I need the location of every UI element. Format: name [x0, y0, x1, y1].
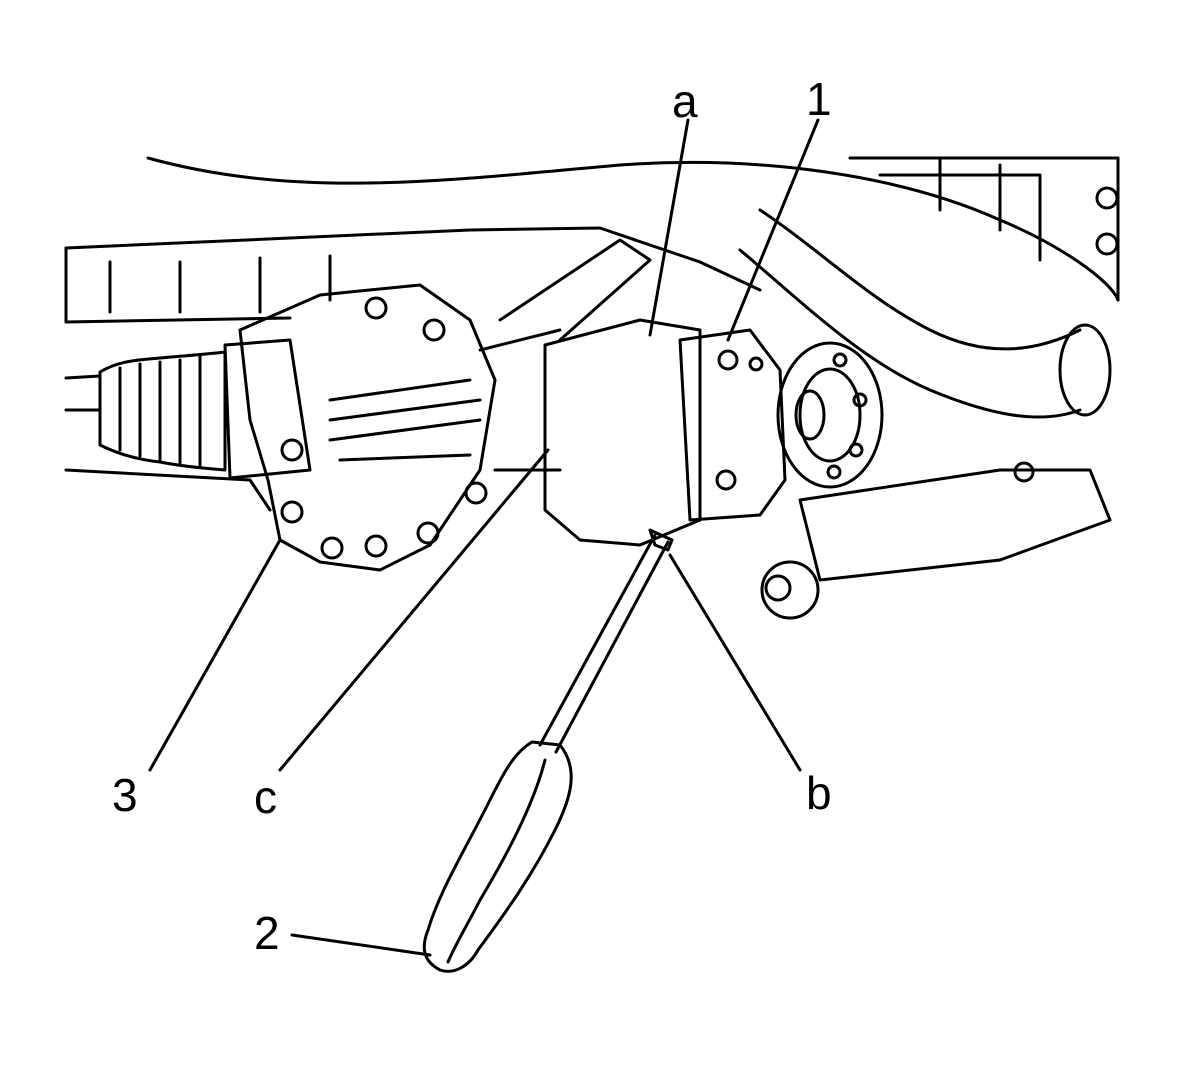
diff-bolt-7	[364, 296, 388, 320]
leader-b	[668, 553, 802, 772]
body-outline-curve	[146, 156, 1120, 302]
diff-bolt-3	[364, 534, 388, 558]
subframe-rail-lower	[64, 468, 272, 512]
subframe-rail	[64, 246, 292, 324]
hose-lower	[738, 248, 1082, 419]
output-flange-hole-3	[848, 442, 864, 458]
leader-2	[290, 933, 432, 957]
screwdriver-handle	[422, 740, 573, 973]
output-flange-outer	[776, 341, 884, 489]
callout-2: 2	[254, 907, 280, 959]
callout-b: b	[806, 767, 832, 819]
bracket-hole-2	[1095, 232, 1119, 256]
bracket-hole-1	[1095, 186, 1119, 210]
output-flange-inner	[798, 367, 862, 463]
right-bracket	[848, 156, 1120, 302]
screwdriver-tip	[648, 528, 674, 552]
callout-c: c	[254, 771, 277, 823]
subframe-structure	[64, 226, 762, 292]
flange-bolt-3	[748, 356, 764, 372]
tube-brace	[498, 238, 652, 342]
screwdriver-handle-facet	[446, 758, 547, 964]
diff-bolt-5	[464, 481, 488, 505]
callout-1: 1	[806, 73, 832, 125]
callout-3: 3	[112, 769, 138, 821]
component-1-housing	[543, 318, 702, 547]
leader-c	[278, 448, 550, 772]
hose-upper	[758, 208, 1082, 351]
screwdriver-shaft	[538, 533, 670, 754]
cv-boot-ribs	[118, 354, 202, 468]
diff-bolt-6	[422, 318, 446, 342]
shaft	[64, 374, 102, 412]
subframe-inner	[108, 254, 332, 314]
leader-3	[148, 538, 282, 772]
differential-housing	[238, 283, 497, 572]
output-flange-hub	[794, 389, 826, 441]
arm-bushing-inner	[764, 574, 792, 602]
output-flange-hole-1	[832, 352, 848, 368]
component-1-flange	[678, 328, 787, 522]
differential-ribs	[328, 378, 482, 462]
hose-end	[1058, 323, 1112, 417]
diff-bolt-4	[416, 521, 440, 545]
leader-1	[726, 118, 820, 342]
flange-bolt-1	[717, 349, 739, 371]
flange-bolt-2	[715, 469, 737, 491]
arm-bolt	[1013, 461, 1035, 483]
cv-boot	[98, 350, 227, 472]
arm-bushing	[760, 560, 820, 620]
cv-housing	[223, 338, 312, 480]
connecting-tube	[478, 328, 562, 472]
callout-a: a	[672, 75, 698, 127]
diff-bolt-1	[280, 500, 304, 524]
diff-bolt-8	[280, 438, 304, 462]
leader-a	[648, 118, 690, 337]
output-flange-hole-4	[826, 464, 842, 480]
output-flange-hole-2	[852, 392, 868, 408]
diff-bolt-2	[320, 536, 344, 560]
control-arm	[798, 468, 1112, 582]
